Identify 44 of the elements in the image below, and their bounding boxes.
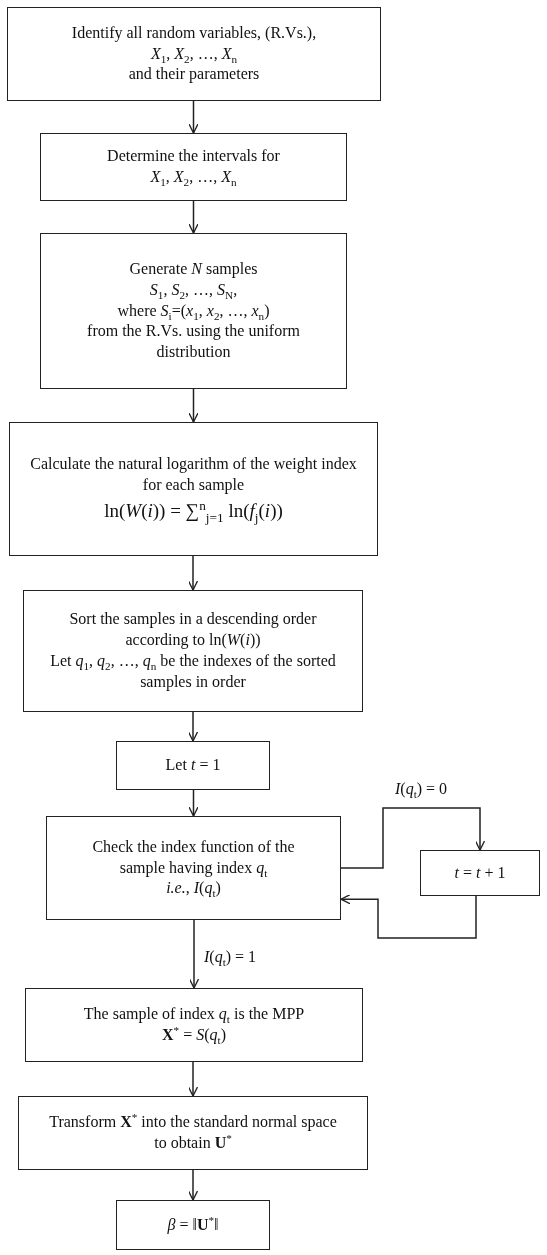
process-box xyxy=(25,988,363,1062)
process-box xyxy=(420,850,540,896)
step-text: X$_{1}$, X$_{2}$, …, X$_{n}$ xyxy=(150,167,237,188)
arrow xyxy=(340,894,477,939)
process-box xyxy=(46,816,341,920)
step-text: t = t + 1 xyxy=(454,862,506,883)
process-box xyxy=(116,741,270,790)
arrow xyxy=(340,807,486,869)
step-text: Determine the intervals for xyxy=(107,146,280,167)
process-box xyxy=(23,590,363,712)
arrow xyxy=(188,200,199,234)
edge-label: I(q$_{t}$) = 1 xyxy=(202,948,259,966)
step-text: Identify all random variables, (R.Vs.), xyxy=(71,22,317,44)
step-text: X$_{1}$, X$_{2}$, …, X$_{n}$ xyxy=(150,43,238,65)
process-box xyxy=(9,422,378,556)
step-text: Let q$_{1}$, q$_{2}$, …, q$_{n}$ be the indexes of the sorted samples in order xyxy=(49,651,337,693)
process-box xyxy=(18,1096,368,1170)
step-text: Sort the samples in a descending order according to ln(W(i)) xyxy=(68,609,318,651)
step-text: Generate N samples xyxy=(129,259,258,280)
edge-label: I(q$_{t}$) = 0 xyxy=(393,780,450,798)
step-text: Let t = 1 xyxy=(165,755,221,776)
process-box xyxy=(40,233,347,389)
arrow xyxy=(187,1061,199,1097)
step-text: where S$_{i}$=(x$_{1}$, x$_{2}$, …, x$_{n}$) xyxy=(117,300,270,322)
process-box xyxy=(7,7,381,101)
step-text: i.e., I(q$_{t}$) xyxy=(166,878,221,900)
process-box xyxy=(116,1200,270,1250)
step-text: The sample of index q$_{t}$ is the MPP xyxy=(83,1004,305,1025)
step-text: and their parameters xyxy=(128,64,260,85)
step-text: from the R.Vs. using the uniform distribution xyxy=(86,321,301,363)
step-text: Transform X$^{*}$ into the standard normal space to obtain U$^{*}$ xyxy=(49,1112,337,1153)
arrow xyxy=(187,555,199,591)
arrow xyxy=(188,919,200,989)
step-text: S$_{1}$, S$_{2}$, …, S$_{N}$, xyxy=(149,279,238,301)
arrow xyxy=(188,388,199,423)
step-text: ln(W(i)) = ∑$^{n}$$_{j=1}$ ln(f$_{j}$(i)) xyxy=(104,499,283,525)
arrow xyxy=(187,711,199,742)
step-text: β = ‖U$^{*}$‖ xyxy=(167,1214,219,1236)
arrow xyxy=(188,100,199,134)
step-text: X$^{*}$ = S(q$_{t}$) xyxy=(162,1025,226,1046)
step-text: Calculate the natural logarithm of the weight index for each sample xyxy=(29,453,358,496)
process-box xyxy=(40,133,347,201)
arrow xyxy=(187,1169,199,1201)
arrow xyxy=(188,789,199,817)
